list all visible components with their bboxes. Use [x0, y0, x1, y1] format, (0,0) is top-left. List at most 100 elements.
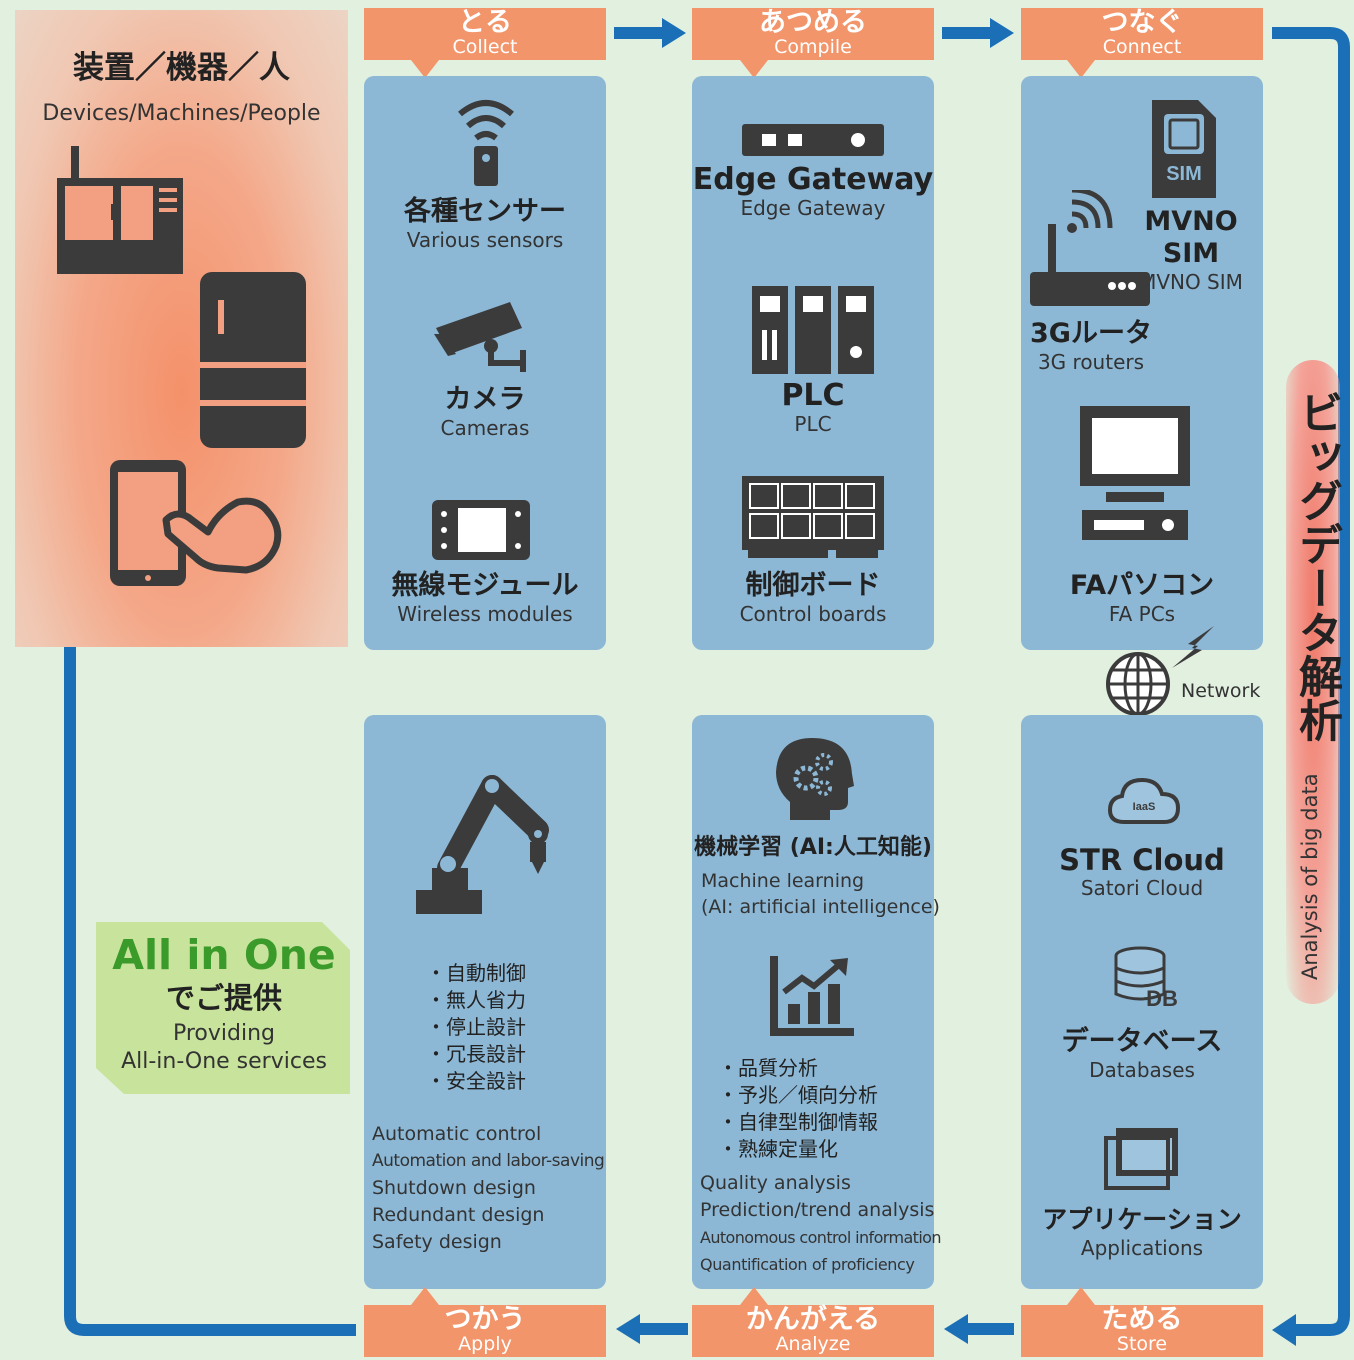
boards-label-en: Control boards [739, 602, 887, 626]
tab-analyze: かんがえる Analyze [692, 1305, 934, 1357]
list-item: Autonomous control information [700, 1228, 942, 1247]
list-item: Redundant design [372, 1204, 545, 1226]
list-item: Automatic control [372, 1123, 542, 1145]
tab-connect-en: Connect [1102, 36, 1182, 58]
apply-jp-list: ・自動制御 ・無人省力 ・停止設計 ・冗長設計 ・安全設計 [426, 960, 526, 1095]
iaas-cloud-icon: IaaS [1108, 777, 1180, 824]
apps-label-jp: アプリケーション [1042, 1205, 1242, 1234]
tab-collect-en: Collect [452, 36, 518, 58]
router-icon [1030, 224, 1150, 306]
ml-label-jp: 機械学習 (AI:人工知能) [694, 835, 932, 860]
allinone-title: All in One [112, 931, 336, 979]
db-badge: DB [1146, 986, 1178, 1010]
list-item: ・安全設計 [426, 1069, 526, 1093]
tab-connect-jp: つなぐ [1101, 7, 1183, 38]
list-item: Safety design [372, 1231, 502, 1253]
sensor-icon [458, 100, 514, 186]
router-label-jp: 3Gルータ [1030, 318, 1152, 349]
network-label: Network [1181, 680, 1261, 702]
wireless-label-en: Wireless modules [397, 602, 573, 626]
list-item: ・品質分析 [718, 1056, 818, 1080]
allinone-en2: All-in-One services [121, 1049, 327, 1074]
analyze-en-list: Quality analysis Prediction/trend analys… [700, 1170, 942, 1278]
tab-store: ためる Store [1021, 1305, 1263, 1357]
allinone-jp: でご提供 [165, 981, 282, 1015]
tab-compile-jp: あつめる [759, 7, 867, 38]
ml-label-en2: (AI: artificial intelligence) [701, 896, 940, 918]
bigdata-en: Analysis of big data [1298, 773, 1322, 980]
cameras-label-jp: カメラ [444, 384, 526, 415]
tab-analyze-en: Analyze [775, 1333, 851, 1355]
apply-en-list: Automatic control Automation and labor-s… [372, 1121, 605, 1256]
tab-apply-en: Apply [458, 1333, 512, 1355]
cameras-label-en: Cameras [440, 416, 530, 440]
sensors-label-en: Various sensors [406, 228, 564, 252]
list-item: Automation and labor-saving [372, 1151, 605, 1171]
robot-arm-icon [416, 775, 549, 914]
fa-pc-icon [1080, 406, 1190, 540]
bigdata-glow [1286, 360, 1340, 1004]
bigdata-jp: ビッグデータ解析 [1291, 390, 1342, 742]
list-item: ・停止設計 [426, 1015, 526, 1039]
camera-icon [434, 302, 526, 372]
network-icon [1096, 626, 1214, 766]
tablet-touch-icon [110, 460, 282, 586]
fapc-label-jp: FAパソコン [1069, 570, 1215, 601]
router-label-en: 3G routers [1037, 350, 1145, 374]
tab-compile: あつめる Compile [692, 8, 934, 60]
mvno-label-en: MVNO SIM [1139, 270, 1243, 294]
fapc-label-en: FA PCs [1108, 602, 1176, 626]
refrigerator-icon [200, 272, 306, 448]
db-label-en: Databases [1089, 1058, 1195, 1082]
db-label-jp: データベース [1061, 1026, 1223, 1057]
devices-subtitle: Devices/Machines/People [42, 101, 321, 126]
list-item: ・自律型制御情報 [718, 1110, 878, 1134]
wireless-label-jp: 無線モジュール [391, 570, 579, 601]
cloud-label-jp: STR Cloud [1059, 843, 1225, 877]
tab-collect-jp: とる [458, 7, 512, 38]
gateway-label-en: Edge Gateway [740, 196, 886, 220]
panel-connect [1021, 76, 1263, 650]
mvno-label-jp: MVNO SIM [1144, 206, 1238, 269]
tab-collect: とる Collect [364, 8, 606, 60]
list-item: Quality analysis [700, 1172, 851, 1194]
tab-store-jp: ためる [1101, 1304, 1183, 1335]
plc-icon [752, 286, 874, 374]
devices-title: 装置／機器／人 [73, 50, 290, 86]
database-icon: DB [1114, 946, 1178, 1010]
list-item: ・予兆／傾向分析 [718, 1083, 878, 1107]
wireless-module-icon [432, 500, 530, 560]
list-item: Shutdown design [372, 1177, 536, 1199]
plc-label-en: PLC [794, 412, 832, 436]
sim-card-icon: SIM [1152, 100, 1216, 198]
list-item: ・無人省力 [426, 988, 526, 1012]
list-item: Quantification of proficiency [700, 1255, 915, 1274]
boards-label-jp: 制御ボード [745, 570, 881, 601]
gateway-label-jp: Edge Gateway [692, 162, 934, 197]
tab-apply: つかう Apply [364, 1305, 606, 1357]
gateway-device-icon [742, 124, 884, 156]
tab-compile-en: Compile [774, 36, 852, 58]
iaas-badge: IaaS [1133, 801, 1156, 813]
cloud-label-en: Satori Cloud [1080, 876, 1204, 900]
apps-label-en: Applications [1080, 1236, 1204, 1260]
sim-badge: SIM [1166, 163, 1202, 185]
list-item: Prediction/trend analysis [700, 1199, 935, 1221]
list-item: ・冗長設計 [426, 1042, 526, 1066]
tab-connect: つなぐ Connect [1021, 8, 1263, 60]
control-board-icon [742, 476, 884, 558]
application-window-icon [1104, 1128, 1178, 1190]
tab-store-en: Store [1116, 1333, 1168, 1355]
ml-label-en1: Machine learning [701, 870, 865, 892]
list-item: ・熟練定量化 [718, 1137, 838, 1161]
allinone-badge [96, 922, 350, 1094]
signal-icon [1067, 190, 1113, 233]
plc-label-jp: PLC [781, 378, 845, 413]
machine-icon [57, 146, 183, 274]
sensors-label-jp: 各種センサー [404, 196, 566, 227]
list-item: ・自動制御 [426, 961, 526, 985]
analyze-jp-list: ・品質分析 ・予兆／傾向分析 ・自律型制御情報 ・熟練定量化 [718, 1055, 878, 1163]
allinone-en1: Providing [172, 1021, 276, 1046]
tab-analyze-jp: かんがえる [745, 1304, 881, 1335]
chart-growth-icon [770, 956, 854, 1036]
